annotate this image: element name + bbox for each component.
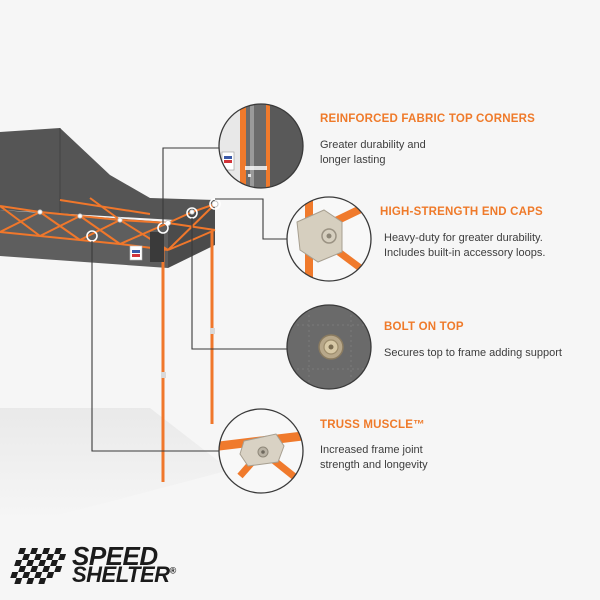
feature-title-truss-muscle: TRUSS MUSCLE™ (320, 419, 425, 431)
feature-description-truss-muscle: Increased frame joint strength and longe… (320, 444, 428, 471)
canopy-roof (0, 128, 215, 222)
callout-image-truss-muscle (218, 408, 304, 494)
feature-description-end-caps: Heavy-duty for greater durability. Inclu… (384, 232, 546, 259)
checkered-flag-logo (10, 548, 67, 584)
brand-logo: SPEED SHELTER® (20, 541, 250, 589)
brand-word-speed: SPEED (72, 541, 158, 571)
ground-shadow (0, 408, 230, 520)
feature-title-bolt-on-top: BOLT ON TOP (384, 321, 464, 333)
callout-image-bolt (286, 304, 372, 390)
brand-word-shelter: SHELTER® (72, 562, 177, 587)
feature-title-fabric-corners: REINFORCED FABRIC TOP CORNERS (320, 113, 535, 125)
truss-frame (0, 197, 216, 251)
feature-description-fabric-corners: Greater durability and longer lasting (320, 139, 426, 166)
callout-image-fabric-corners (218, 103, 304, 189)
callout-image-end-caps (286, 196, 372, 282)
canopy-tent (0, 128, 219, 482)
feature-title-end-caps: HIGH-STRENGTH END CAPS (380, 206, 543, 218)
feature-description-bolt-on-top: Secures top to frame adding support (384, 347, 562, 359)
trademark-symbol: ® (169, 565, 177, 576)
leader-lines (91, 147, 287, 452)
